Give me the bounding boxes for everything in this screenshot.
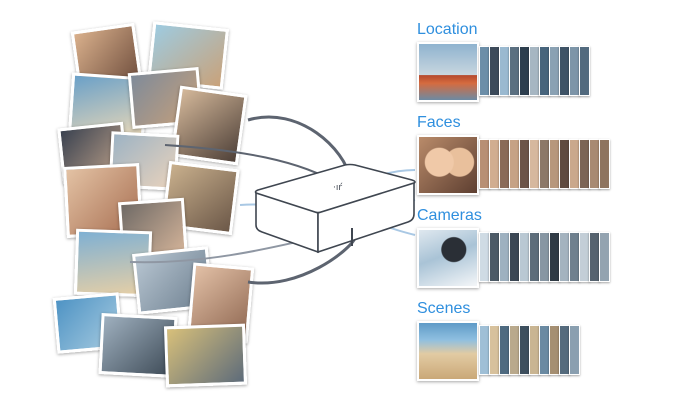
thumbnail-strip [417,42,590,104]
group-title: Location [417,21,478,38]
thumbnail [579,46,590,96]
hero-thumbnail [417,135,479,195]
group-cameras: Cameras [417,206,610,290]
device-front-right [317,181,415,254]
thumbnail-strip [417,135,610,197]
group-title: Scenes [417,300,471,317]
thumbnail [569,325,580,375]
device-logo-mark: ·ıŕ [333,183,343,193]
thumbnail-strip [417,321,580,383]
device-front-left [255,191,319,254]
group-scenes: Scenes [417,299,580,383]
thumbnail [599,232,610,282]
group-title: Cameras [417,207,482,224]
thumbnail-strip [417,228,610,290]
thumbnail [599,139,610,189]
group-faces: Faces [417,113,610,197]
hero-thumbnail [417,228,479,288]
group-title: Faces [417,114,461,131]
hero-thumbnail [417,321,479,381]
group-location: Location [417,20,590,104]
server-device-icon: ·ıŕ [254,163,416,254]
hero-thumbnail [417,42,479,102]
